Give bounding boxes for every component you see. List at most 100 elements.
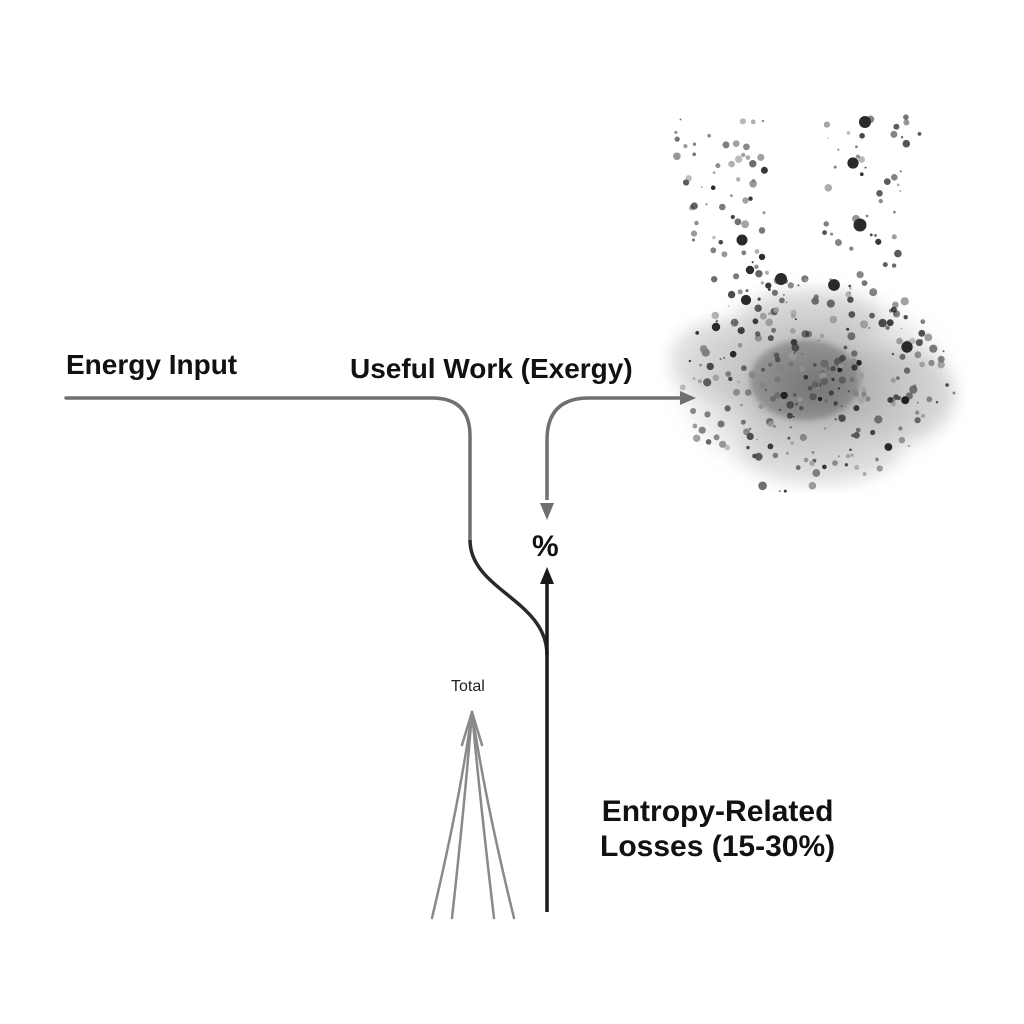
particle <box>761 367 765 372</box>
particle <box>832 460 838 466</box>
particle <box>707 133 711 138</box>
particle <box>813 294 819 300</box>
particle <box>892 301 899 309</box>
particle <box>848 284 852 288</box>
particle <box>728 376 733 382</box>
particle <box>915 339 923 347</box>
losses-label-line-2: Losses (15-30%) <box>600 829 836 863</box>
particle <box>862 472 867 476</box>
particle <box>765 318 773 327</box>
particle <box>757 297 761 301</box>
particle <box>715 163 721 169</box>
particle <box>737 326 745 335</box>
particle <box>820 377 828 386</box>
particle <box>847 157 859 169</box>
particle <box>736 177 741 182</box>
particle <box>898 436 906 444</box>
particle <box>741 365 747 371</box>
particle <box>935 401 939 404</box>
particle <box>882 262 888 268</box>
particle <box>674 136 680 142</box>
particle <box>745 289 749 293</box>
particle <box>730 214 735 220</box>
particle <box>890 306 897 313</box>
particle <box>896 376 900 380</box>
particle <box>771 289 779 296</box>
particle <box>838 376 846 384</box>
particle <box>926 396 933 403</box>
particle <box>822 464 827 470</box>
particle <box>824 184 833 192</box>
particle <box>952 391 956 395</box>
particle <box>813 363 817 367</box>
particle <box>775 273 787 285</box>
energy-input-curve <box>468 539 549 656</box>
particle <box>768 362 773 367</box>
particle <box>822 230 827 236</box>
percent-label: % <box>532 530 559 563</box>
particle <box>758 227 766 234</box>
particle <box>830 232 834 236</box>
particle <box>855 154 861 159</box>
particle <box>711 311 719 320</box>
particle <box>725 371 732 377</box>
particle <box>764 270 769 275</box>
particle <box>834 239 842 246</box>
particle <box>830 366 836 372</box>
particle <box>739 327 742 329</box>
particle <box>861 387 867 393</box>
particle <box>858 156 865 163</box>
particle <box>754 264 759 269</box>
particle <box>770 395 776 402</box>
particle <box>789 426 792 429</box>
particle <box>746 432 754 440</box>
particle <box>869 233 873 237</box>
particle <box>857 396 866 404</box>
particle <box>838 363 844 369</box>
particle <box>896 396 901 400</box>
particle <box>801 330 810 338</box>
particle <box>899 190 902 192</box>
particle <box>845 291 852 298</box>
energy-input-flow <box>64 396 472 542</box>
particle <box>787 436 791 440</box>
particle <box>718 239 724 245</box>
particle <box>712 235 716 240</box>
particle <box>748 196 753 201</box>
particle <box>808 481 817 490</box>
particle <box>730 194 733 198</box>
particle <box>817 396 823 402</box>
particle <box>755 331 761 337</box>
particle <box>856 271 864 279</box>
particle <box>797 284 800 287</box>
particle <box>713 434 720 441</box>
particle <box>732 140 740 148</box>
particle <box>900 136 904 139</box>
particle <box>733 388 740 396</box>
particle <box>692 423 698 429</box>
particle <box>820 359 829 368</box>
particle <box>851 350 858 357</box>
particle <box>875 457 879 462</box>
particle <box>778 490 781 492</box>
particle <box>791 343 800 352</box>
particle <box>756 438 758 441</box>
particle <box>759 312 767 320</box>
particle <box>917 132 922 136</box>
particle <box>697 379 703 384</box>
particle <box>801 352 804 356</box>
particle <box>792 392 797 397</box>
particle <box>849 287 852 290</box>
particle <box>699 363 702 367</box>
particle <box>837 455 840 458</box>
particle <box>772 452 779 459</box>
particle <box>823 427 827 430</box>
particle <box>865 214 869 218</box>
particle <box>901 341 913 353</box>
particle <box>900 327 903 330</box>
particle <box>849 246 854 251</box>
particle <box>729 350 737 358</box>
particle <box>915 410 920 415</box>
total-rays <box>430 710 516 920</box>
